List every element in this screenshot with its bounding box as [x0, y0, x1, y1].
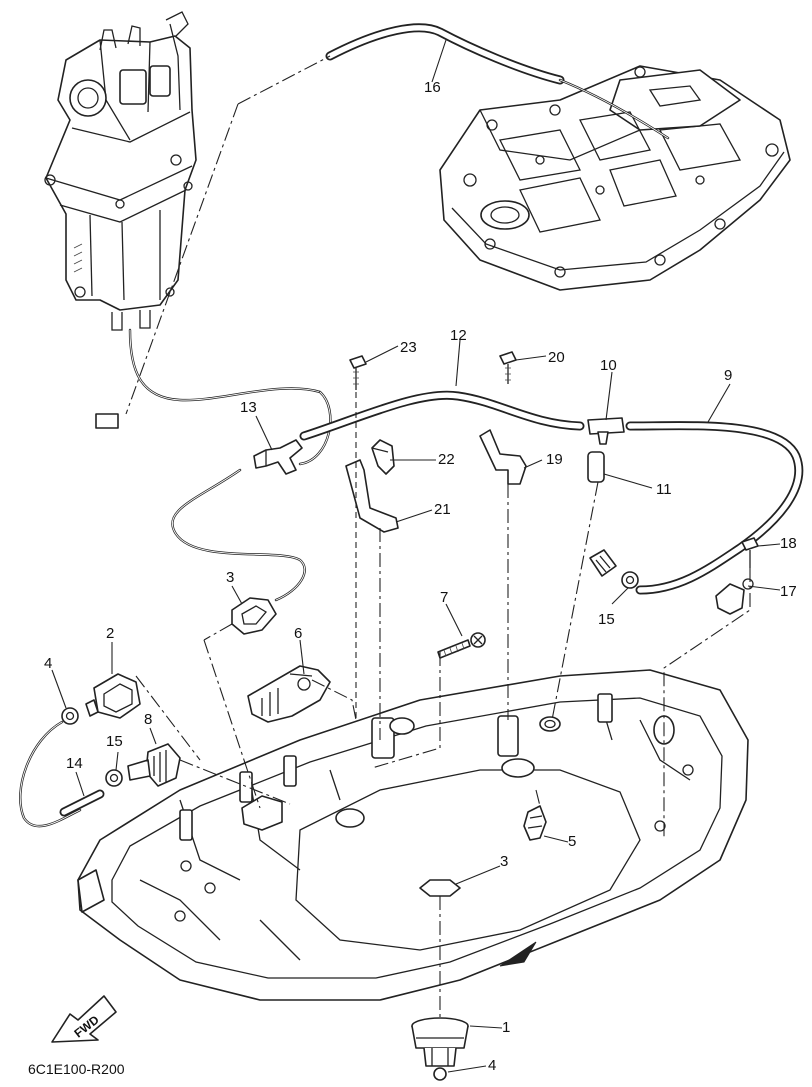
part-label-21: 21: [434, 501, 451, 518]
grommet-3-lower: [419, 879, 461, 897]
leader-lines: [51, 39, 781, 1073]
part-label-19: 19: [546, 451, 563, 468]
part-label-1: 1: [502, 1019, 510, 1036]
connector-2: [85, 673, 141, 719]
part-label-15-right: 15: [598, 611, 615, 628]
joint-13: [253, 439, 303, 475]
part-label-22: 22: [438, 451, 455, 468]
part-label-16: 16: [424, 79, 441, 96]
part-label-3-upper: 3: [226, 569, 234, 586]
part-label-18: 18: [780, 535, 797, 552]
part-label-3-lower: 3: [500, 853, 508, 870]
part-label-4-lower: 4: [488, 1057, 496, 1074]
part-label-11: 11: [656, 481, 672, 498]
clip-15-left: [105, 769, 123, 787]
exhaust-guide-plate-illustration: [439, 65, 791, 291]
part-label-4-upper: 4: [44, 655, 52, 672]
hose-14-assembly: [19, 468, 306, 828]
part-label-10: 10: [600, 357, 617, 374]
hose-11: [587, 451, 605, 483]
bushing-1: [411, 1017, 469, 1067]
part-label-7: 7: [440, 589, 448, 606]
bottom-cowling-illustration: [77, 669, 749, 1001]
assembly-lines: [135, 392, 751, 1018]
bolt-20: [499, 351, 517, 384]
hose-9: [625, 421, 804, 595]
part-label-15-left: 15: [106, 733, 123, 750]
part-label-6: 6: [294, 625, 302, 642]
clip-4-upper: [61, 707, 79, 725]
bolt-23: [349, 355, 367, 390]
clamp-17: [715, 578, 754, 615]
part-label-8: 8: [144, 711, 152, 728]
part-label-23: 23: [400, 339, 417, 356]
bracket-21: [345, 459, 399, 533]
part-label-5: 5: [568, 833, 576, 850]
fwd-arrow-icon: FWD: [51, 995, 117, 1043]
hose-12: [95, 328, 585, 466]
bracket-19: [479, 429, 527, 485]
nipple-15-right: [589, 549, 639, 589]
clip-4-lower: [433, 1067, 447, 1081]
drawing-code: 6C1E100-R200: [28, 1061, 125, 1077]
boot-6: [247, 665, 331, 723]
part-label-17: 17: [780, 583, 797, 600]
part-label-2: 2: [106, 625, 114, 642]
drain-screw-5: [523, 805, 547, 841]
part-label-14: 14: [66, 755, 83, 772]
nipple-8: [127, 743, 181, 787]
bolt-18: [741, 537, 759, 568]
power-unit-illustration: [44, 11, 197, 331]
hose-16: [125, 23, 670, 415]
part-label-12: 12: [450, 327, 467, 344]
part-label-13: 13: [240, 399, 257, 416]
part-label-9: 9: [724, 367, 732, 384]
joint-10: [587, 417, 625, 445]
clamp-22: [371, 439, 395, 475]
part-label-20: 20: [548, 349, 565, 366]
screw-7: [437, 632, 486, 659]
part-labels: 16 12 23 20 10 9 13 22 19 11 21 18 17 15…: [44, 79, 797, 1074]
grommet-3-upper: [231, 597, 277, 635]
